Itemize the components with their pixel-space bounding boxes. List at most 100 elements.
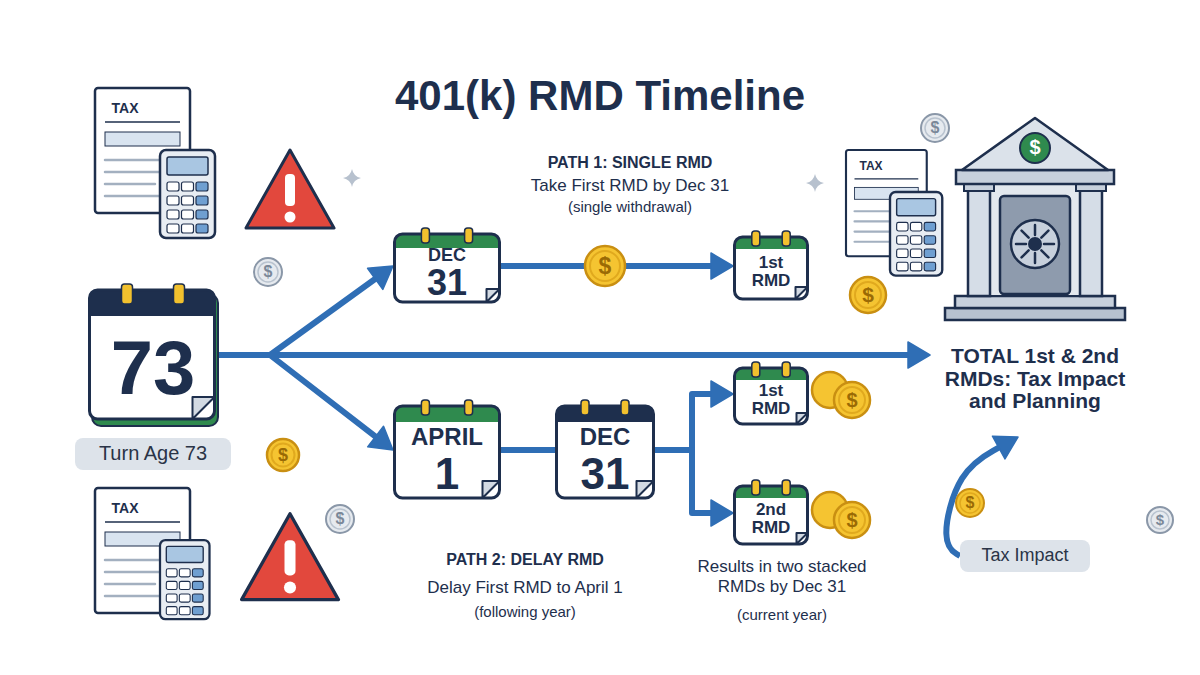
calendar-ring [465,228,473,243]
flow-arrow [501,450,555,451]
bank-coin [1020,133,1050,163]
warning-triangle [246,150,334,228]
path-note: Take First RMD by Dec 31 [480,176,780,196]
bank-step [945,308,1125,320]
calendar-ring [752,480,760,495]
flow-arrow [218,342,930,368]
arrow-head [711,500,733,526]
calendar-band [735,368,808,380]
coin-gray [326,505,354,533]
calendar-page [735,486,808,544]
calendar-band [735,243,808,249]
deadline-calendar: DEC31 [555,400,655,500]
calendar-band [395,414,500,422]
calendar-band [395,406,500,422]
rmd-calendar: 1st RMD [733,231,809,301]
connector-line [218,352,910,358]
calendar-outline [735,237,808,299]
calendar-day: 31 [555,450,655,498]
arrow-head [711,253,733,279]
rmd-calendar: 2nd RMD [733,480,809,546]
calendar-band [735,486,808,498]
flow-arrow [655,381,733,450]
vault-spokes [1016,225,1054,263]
connector-line [218,278,377,355]
calendar-band [735,492,808,498]
calendar-band [557,414,654,422]
calendar-page [735,237,808,299]
coin-gold [585,246,625,286]
calendar-ring [621,400,629,415]
coin-symbol: $ [1147,511,1173,528]
age-caption: Turn Age 73 [75,438,231,470]
calendar-band [735,374,808,380]
arrow-head [711,381,733,407]
calendar-ring [421,400,429,415]
path-heading: PATH 1: SINGLE RMD [480,154,780,172]
calculator [890,192,942,276]
coin-symbol: $ [850,283,886,307]
flow-arrow [218,266,393,355]
calendar-month: APRIL [393,424,501,450]
calendar-ring [465,400,473,415]
coin-gray [1147,507,1173,533]
tax-form [95,488,190,613]
coin-symbol: $ [585,253,625,279]
calculator [160,150,215,238]
bank-building: $TOTAL 1st & 2nd RMDs: Tax Impact and Pl… [930,112,1140,437]
form-title: TAX [846,160,896,174]
arrow-head [908,342,930,368]
calendar-day: 1 [393,450,501,498]
calendar-band [90,303,215,316]
deadline-calendar: APRIL1 [393,400,501,500]
bank-roof [962,118,1108,170]
calendar-outline [735,368,808,424]
tax-impact-pill: Tax Impact [960,540,1090,572]
coin-symbol: $ [834,509,870,532]
bank-column [1080,188,1102,296]
calendar-ring [782,480,790,495]
age-number: 73 [88,318,218,418]
diagram-title: 401(k) RMD Timeline [0,72,1200,120]
arrow-head [368,266,393,289]
coin-stack [812,372,870,418]
arrow-head [992,436,1018,459]
calendar-ring [752,362,760,377]
coin-symbol: $ [1020,134,1050,162]
path-note: (single withdrawal) [480,198,780,215]
tax-form [95,88,190,213]
coin-symbol: $ [254,263,282,281]
coin-gold [267,439,299,471]
rmd-label: 1st RMD [747,378,795,422]
path-note: (following year) [375,603,675,620]
coin-symbol: $ [834,389,870,412]
tax-form [846,150,927,256]
rmd-label: 1st RMD [747,249,795,295]
calendar-ring [581,400,589,415]
rmd-calendar: 1st RMD [733,362,809,426]
tax-impact-text: Tax Impact [960,540,1090,572]
calculator [160,540,210,619]
coin-gold [956,489,984,517]
calendar-ring [174,284,185,304]
coin-stack [812,492,870,538]
sparkle [343,169,361,187]
connector-line [501,447,555,453]
coin-symbol: $ [267,445,299,466]
deadline-calendar: DEC31 [393,228,501,304]
calendar-ring [122,284,133,304]
vault-door [1000,196,1070,294]
form-title: TAX [95,100,155,116]
calendar-ring [782,362,790,377]
calendar-ring [782,231,790,246]
flow-arrow [946,436,1018,556]
arrow-head [368,426,393,450]
calendar-month: DEC [393,246,501,266]
flow-arrow [501,253,733,279]
sparkle [806,174,824,192]
vault-dial [1011,220,1059,268]
calendar-page [735,368,808,424]
calendar-ring [421,228,429,243]
calendar-band [557,406,654,422]
